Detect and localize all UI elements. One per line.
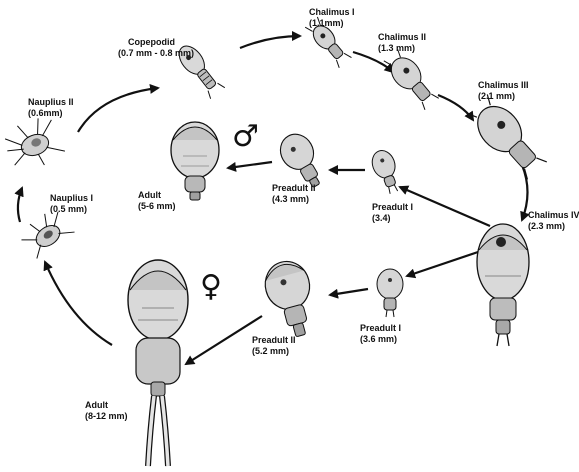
arrow-chalimus4-to-preadult1-female bbox=[407, 252, 478, 276]
stage-name: Chalimus III bbox=[478, 80, 529, 91]
female-symbol: ♀ bbox=[200, 272, 222, 302]
stage-size: (3.6 mm) bbox=[360, 334, 401, 345]
stage-size: (3.4) bbox=[372, 213, 413, 224]
stage-size: (1.1mm) bbox=[309, 18, 355, 29]
stage-size: (2.1 mm) bbox=[478, 91, 529, 102]
chalimus3-illustration bbox=[463, 91, 551, 183]
stage-size: (1.3 mm) bbox=[378, 43, 426, 54]
label-nauplius1: Nauplius I (0.5 mm) bbox=[50, 193, 93, 215]
stage-name: Preadult I bbox=[372, 202, 413, 213]
adult-male-illustration bbox=[171, 122, 219, 200]
arrow-preadult2-to-adult-male bbox=[228, 162, 272, 168]
stage-name: Chalimus IV bbox=[528, 210, 579, 221]
label-preadult2-male: Preadult II (4.3 mm) bbox=[272, 183, 316, 205]
stage-size: (4.3 mm) bbox=[272, 194, 316, 205]
stage-name: Copepodid bbox=[118, 37, 194, 48]
chalimus4-illustration bbox=[477, 224, 529, 346]
stage-size: (0.7 mm - 0.8 mm) bbox=[118, 48, 194, 59]
arrow-chalimus3-to-chalimus4 bbox=[522, 165, 528, 220]
stage-name: Chalimus I bbox=[309, 7, 355, 18]
stage-name: Adult bbox=[85, 400, 128, 411]
arrow-copepodid-to-chalimus1 bbox=[240, 36, 300, 48]
label-chalimus2: Chalimus II (1.3 mm) bbox=[378, 32, 426, 54]
chalimus2-illustration bbox=[381, 47, 442, 113]
stage-size: (0.6mm) bbox=[28, 108, 74, 119]
preadult1-male-illustration bbox=[369, 147, 405, 196]
male-symbol: ♂ bbox=[232, 122, 259, 152]
stage-size: (2.3 mm) bbox=[528, 221, 579, 232]
nauplius2-illustration bbox=[0, 114, 66, 176]
stage-name: Preadult I bbox=[360, 323, 401, 334]
adult-female-illustration bbox=[128, 260, 188, 466]
stage-name: Nauplius I bbox=[50, 193, 93, 204]
arrow-chalimus4-to-preadult1-male bbox=[400, 187, 490, 226]
stage-name: Adult bbox=[138, 190, 176, 201]
label-chalimus4: Chalimus IV (2.3 mm) bbox=[528, 210, 579, 232]
stage-size: (5-6 mm) bbox=[138, 201, 176, 212]
arrow-nauplius2-to-copepodid bbox=[78, 88, 158, 132]
stage-size: (8-12 mm) bbox=[85, 411, 128, 422]
stage-name: Chalimus II bbox=[378, 32, 426, 43]
label-copepodid: Copepodid (0.7 mm - 0.8 mm) bbox=[118, 37, 194, 59]
arrow-adult-female-to-nauplius1 bbox=[45, 262, 112, 345]
stage-name: Preadult II bbox=[252, 335, 296, 346]
preadult2-female-illustration bbox=[260, 256, 322, 341]
label-chalimus1: Chalimus I (1.1mm) bbox=[309, 7, 355, 29]
label-adult-male: Adult (5-6 mm) bbox=[138, 190, 176, 212]
arrow-preadult1-to-preadult2-female bbox=[330, 289, 368, 295]
stage-name: Preadult II bbox=[272, 183, 316, 194]
label-preadult2-female: Preadult II (5.2 mm) bbox=[252, 335, 296, 357]
label-chalimus3: Chalimus III (2.1 mm) bbox=[478, 80, 529, 102]
label-preadult1-female: Preadult I (3.6 mm) bbox=[360, 323, 401, 345]
arrow-chalimus1-to-chalimus2 bbox=[353, 52, 393, 72]
stage-name: Nauplius II bbox=[28, 97, 74, 108]
stage-size: (5.2 mm) bbox=[252, 346, 296, 357]
arrow-nauplius1-to-nauplius2 bbox=[18, 188, 22, 222]
preadult1-female-illustration bbox=[377, 269, 403, 317]
stage-size: (0.5 mm) bbox=[50, 204, 93, 215]
label-adult-female: Adult (8-12 mm) bbox=[85, 400, 128, 422]
arrow-chalimus2-to-chalimus3 bbox=[438, 95, 473, 120]
label-nauplius2: Nauplius II (0.6mm) bbox=[28, 97, 74, 119]
label-preadult1-male: Preadult I (3.4) bbox=[372, 202, 413, 224]
arrow-preadult2-to-adult-female bbox=[186, 316, 262, 364]
